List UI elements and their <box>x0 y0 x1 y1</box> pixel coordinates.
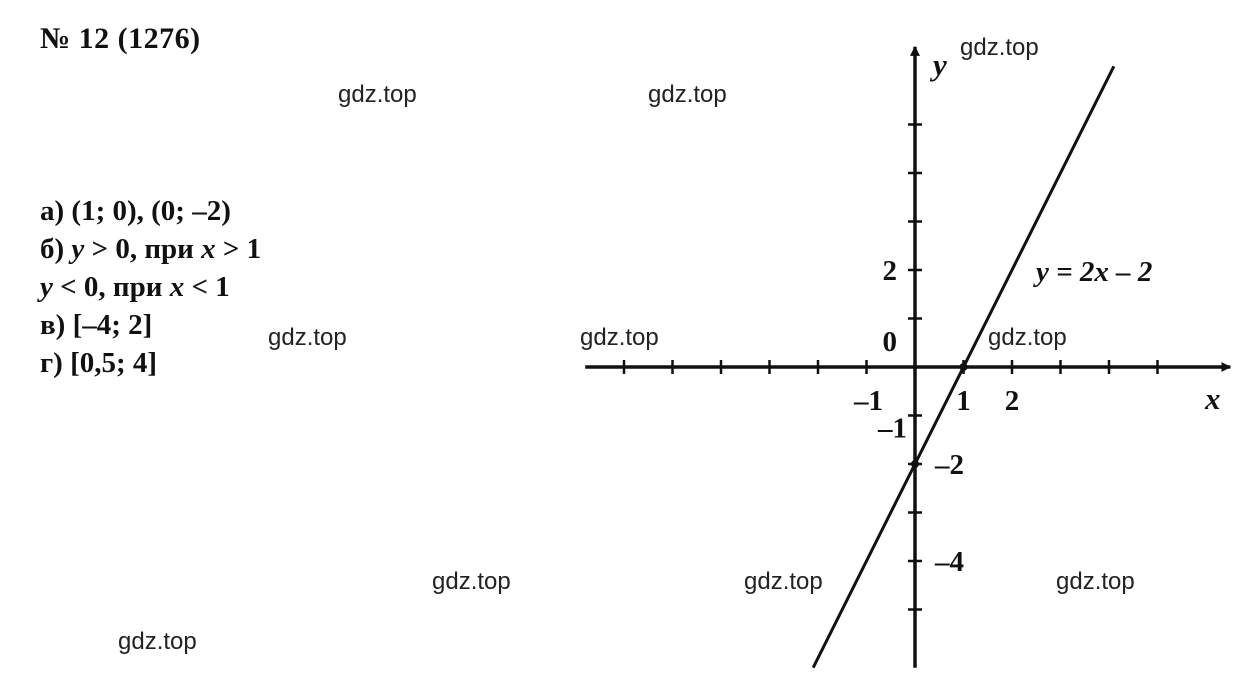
y-tick-label: –2 <box>934 449 964 481</box>
answer-b1-var-y: y <box>71 233 85 265</box>
axis-labels: y = 2x – 2 –1 1 2 2 –1 –2 –4 0 x y <box>853 47 1221 578</box>
series-label: y = 2x – 2 <box>1033 256 1152 288</box>
answer-b1-prefix: б) <box>40 233 72 265</box>
x-tick-label: –1 <box>853 385 883 417</box>
watermark-text: gdz.top <box>580 324 659 351</box>
data-point <box>911 460 919 468</box>
answer-d: г) [0,5; 4] <box>40 347 158 379</box>
watermark-text: gdz.top <box>118 628 197 655</box>
watermark-text: gdz.top <box>1056 568 1135 595</box>
answer-b2: y < 0, при x < 1 <box>40 268 261 306</box>
answer-b2-var-y: y <box>40 271 53 303</box>
answer-b2-mid: < 0, при <box>52 271 170 303</box>
y-axis-label: y <box>929 47 947 82</box>
watermark-text: gdz.top <box>268 324 347 351</box>
answer-b1-end: > 1 <box>215 233 262 265</box>
y-tick-label: 2 <box>883 255 898 287</box>
ticks <box>622 123 1159 611</box>
watermark-text: gdz.top <box>432 568 511 595</box>
y-tick-label: –4 <box>934 546 964 578</box>
answer-b1-mid: > 0, при <box>84 233 202 265</box>
watermark-text: gdz.top <box>744 568 823 595</box>
data-point <box>959 363 968 371</box>
answers-block: а) (1; 0), (0; –2) б) y > 0, при x > 1 y… <box>40 192 261 382</box>
watermark-text: gdz.top <box>338 81 417 108</box>
answer-b1-var-x: x <box>201 233 216 265</box>
watermark-text: gdz.top <box>648 81 727 108</box>
answer-a: а) (1; 0), (0; –2) <box>40 195 231 227</box>
axes <box>585 45 1232 668</box>
data-points <box>911 363 968 468</box>
y-tick-label: –1 <box>877 413 907 445</box>
answer-c: в) [–4; 2] <box>40 309 153 341</box>
x-tick-label: 1 <box>956 385 971 417</box>
answer-b2-var-x: x <box>169 271 185 303</box>
origin-label: 0 <box>883 326 898 358</box>
x-axis-label: x <box>1204 381 1221 416</box>
answer-b2-end: < 1 <box>184 271 230 303</box>
watermark-text: gdz.top <box>988 324 1067 351</box>
x-tick-label: 2 <box>1005 385 1020 417</box>
problem-number: № 12 (1276) <box>40 22 201 55</box>
answer-b1: б) y > 0, при x > 1 <box>40 230 261 268</box>
watermark-text: gdz.top <box>960 34 1039 61</box>
